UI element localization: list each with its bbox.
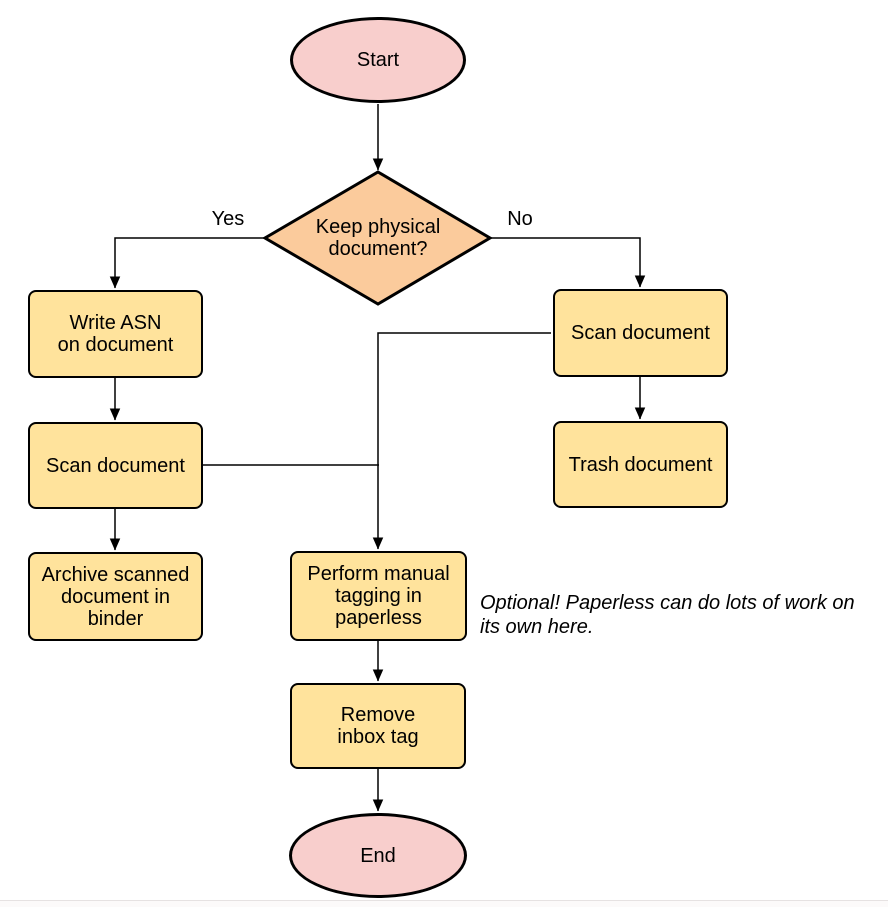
- bottom-edge-divider: [0, 900, 888, 907]
- node-decision-label: Keep physical document?: [315, 216, 441, 260]
- node-end-label: End: [360, 844, 396, 867]
- node-remove-inbox-tag-label: Remove inbox tag: [337, 704, 419, 748]
- edge-decision-yes-to-write-asn: [109, 237, 265, 289]
- optional-note-text: Optional! Paperless can do lots of work …: [480, 592, 855, 638]
- node-scan-document-left: Scan document: [28, 422, 203, 509]
- edge-label-yes: Yes: [211, 208, 245, 230]
- node-archive-binder: Archive scanned document in binder: [28, 552, 203, 641]
- node-end: End: [289, 813, 467, 898]
- edge-decision-no-to-scan-right: [490, 237, 646, 288]
- node-write-asn-label: Write ASN on document: [57, 312, 174, 356]
- node-manual-tagging: Perform manual tagging in paperless: [290, 551, 467, 641]
- node-scan-document-left-label: Scan document: [46, 454, 185, 477]
- node-start: Start: [290, 17, 466, 103]
- node-manual-tagging-label: Perform manual tagging in paperless: [307, 563, 450, 629]
- node-scan-document-right-label: Scan document: [571, 322, 710, 344]
- decision-diamond-shape: [262, 170, 493, 306]
- edge-label-no: No: [507, 208, 533, 230]
- node-remove-inbox-tag: Remove inbox tag: [290, 683, 466, 769]
- node-start-label: Start: [356, 49, 400, 71]
- node-scan-document-right: Scan document: [553, 289, 728, 377]
- node-archive-binder-label: Archive scanned document in binder: [41, 563, 190, 630]
- node-trash-document: Trash document: [553, 421, 728, 508]
- edge-scan-right-to-tagging: [372, 332, 551, 550]
- node-write-asn: Write ASN on document: [28, 290, 203, 378]
- node-trash-document-label: Trash document: [568, 453, 713, 476]
